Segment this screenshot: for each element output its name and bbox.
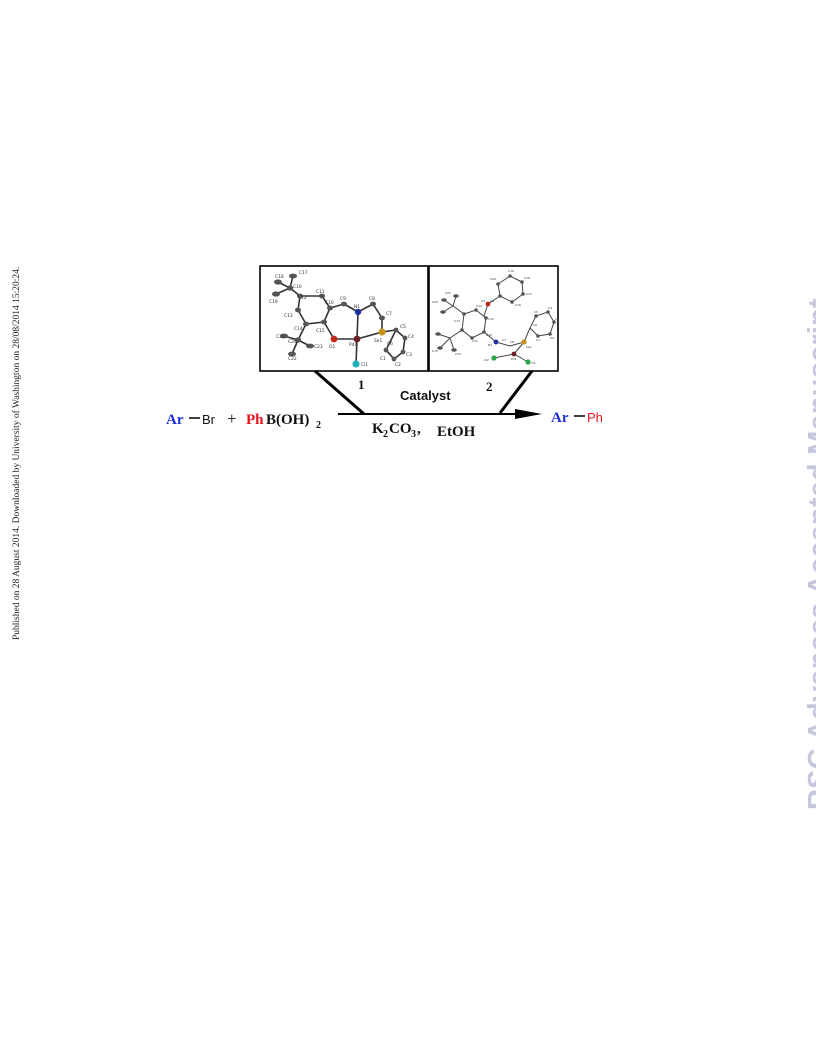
atom-label: C14	[476, 304, 482, 308]
atom-label: C21	[276, 334, 285, 340]
funnel-left-line	[314, 369, 365, 416]
atom-label: C22	[432, 300, 438, 304]
atom-label: Cl1	[361, 362, 368, 368]
catalyst-label: Catalyst	[400, 388, 451, 403]
atom-label: C4	[548, 306, 552, 310]
atom-label: C2	[550, 336, 554, 340]
reactant-halide: Br	[202, 412, 216, 427]
scheme-svg: C17 C18 C16 C19 C12 C11 C10 C9 N1 C8 C7 …	[166, 265, 603, 440]
atom-label: C8	[369, 296, 375, 302]
atom-label: Pd1	[511, 357, 517, 361]
atom-label: C3	[406, 352, 412, 358]
boronic-subscript: 2	[316, 420, 321, 431]
atom-label: C23	[455, 352, 461, 356]
atom-label: C9	[340, 296, 346, 302]
atom-label: C1	[380, 356, 386, 362]
structure-panel-1: C17 C18 C16 C19 C12 C11 C10 C9 N1 C8 C7 …	[259, 265, 429, 372]
atom-label: O1	[329, 344, 335, 350]
atom-label: C12	[488, 317, 494, 321]
publication-note: Published on 28 August 2014. Downloaded …	[12, 266, 22, 640]
atom-label: C18	[524, 276, 530, 280]
atom-label: C6	[387, 341, 393, 347]
atom-label: N1	[354, 304, 360, 310]
atom-label: C7	[386, 311, 392, 317]
atom-label: C5	[534, 310, 538, 314]
product-biaryl: Ar Ph	[551, 410, 603, 426]
atom-label: C13	[284, 313, 293, 319]
reactant-boronic-group: B(OH)	[266, 412, 309, 428]
funnel-right-line	[498, 370, 534, 414]
atom-label: C19	[508, 269, 514, 273]
atom-label: C17	[299, 270, 308, 276]
atom-label: C16	[515, 303, 521, 307]
plus-sign: +	[227, 409, 237, 428]
atom-label: C5	[400, 324, 406, 330]
panel-2-frame	[428, 265, 559, 372]
product-phenyl: Ph	[587, 410, 603, 425]
manuscript-watermark: RSC Advances Accepted Manuscript	[803, 298, 816, 810]
atom-label: C3	[555, 317, 559, 321]
atom-label: C13	[454, 319, 460, 323]
atom-label: C2	[395, 362, 401, 368]
atom-label: C15	[316, 328, 325, 334]
atom-label: C4	[408, 334, 414, 340]
atom-label: Pd1	[349, 342, 357, 348]
reaction-arrow-head	[515, 409, 542, 419]
atom-label: C11	[472, 339, 478, 343]
atom-label: C23	[314, 344, 323, 350]
atom-label: O1	[481, 299, 485, 303]
atom-label: C10	[325, 300, 334, 306]
atom-label: C6	[533, 323, 537, 327]
reactant-phenyl: Ph	[246, 412, 264, 428]
atom-label: C9	[490, 299, 494, 303]
base-co: CO	[389, 421, 412, 437]
solvent: EtOH	[437, 424, 476, 440]
atom-label: C12	[298, 295, 307, 301]
conditions-separator: ,	[417, 421, 421, 437]
atom-label: Se1	[374, 338, 382, 344]
atom-label: C18	[275, 274, 284, 280]
base-subscript-2: 2	[383, 429, 388, 440]
atom-label: C11	[316, 289, 325, 295]
atom-label: C22	[288, 356, 297, 362]
structure-1-atom-labels: C17 C18 C16 C19 C12 C11 C10 C9 N1 C8 C7 …	[269, 270, 414, 368]
atom-label: Cl1	[531, 361, 536, 365]
reactant-aryl-bromide: Ar Br	[166, 412, 216, 428]
structure-2-atoms	[435, 274, 556, 365]
product-aryl: Ar	[551, 410, 569, 426]
reactant-aryl: Ar	[166, 412, 184, 428]
atom-label: C20	[490, 277, 496, 281]
atom-label: C20	[288, 339, 297, 345]
atom-label: C15	[432, 349, 438, 353]
atom-label: C17	[526, 292, 532, 296]
atom-label: N1	[488, 343, 492, 347]
atom-label: Se1	[526, 345, 532, 349]
atom-label: C10	[486, 333, 492, 337]
reaction-scheme: C17 C18 C16 C19 C12 C11 C10 C9 N1 C8 C7 …	[150, 262, 630, 452]
structure-2-atom-labels: C20 C19 C18 C17 C16 C21 C22 C13 C14 C12 …	[432, 269, 559, 365]
atom-label: C8	[510, 340, 514, 344]
base-k: K	[372, 421, 384, 437]
reactant-phenylboronic-acid: Ph B(OH) 2	[246, 412, 321, 431]
catalyst-number-2: 2	[486, 379, 493, 394]
atom-label: C14	[294, 326, 303, 332]
atom-label: C16	[293, 284, 302, 290]
base-subscript-3: 3	[411, 429, 416, 440]
atom-label: Cl2	[484, 358, 489, 362]
atom-label: C1	[536, 338, 540, 342]
structure-1-atoms	[272, 273, 408, 368]
atom-label: C19	[269, 299, 278, 305]
atom-label: C7	[502, 338, 506, 342]
reaction-conditions: K 2 CO 3 , EtOH	[372, 421, 476, 440]
atom-label: C21	[445, 291, 451, 295]
catalyst-number-1: 1	[358, 377, 365, 392]
structure-panel-2: C20 C19 C18 C17 C16 C21 C22 C13 C14 C12 …	[428, 265, 559, 372]
